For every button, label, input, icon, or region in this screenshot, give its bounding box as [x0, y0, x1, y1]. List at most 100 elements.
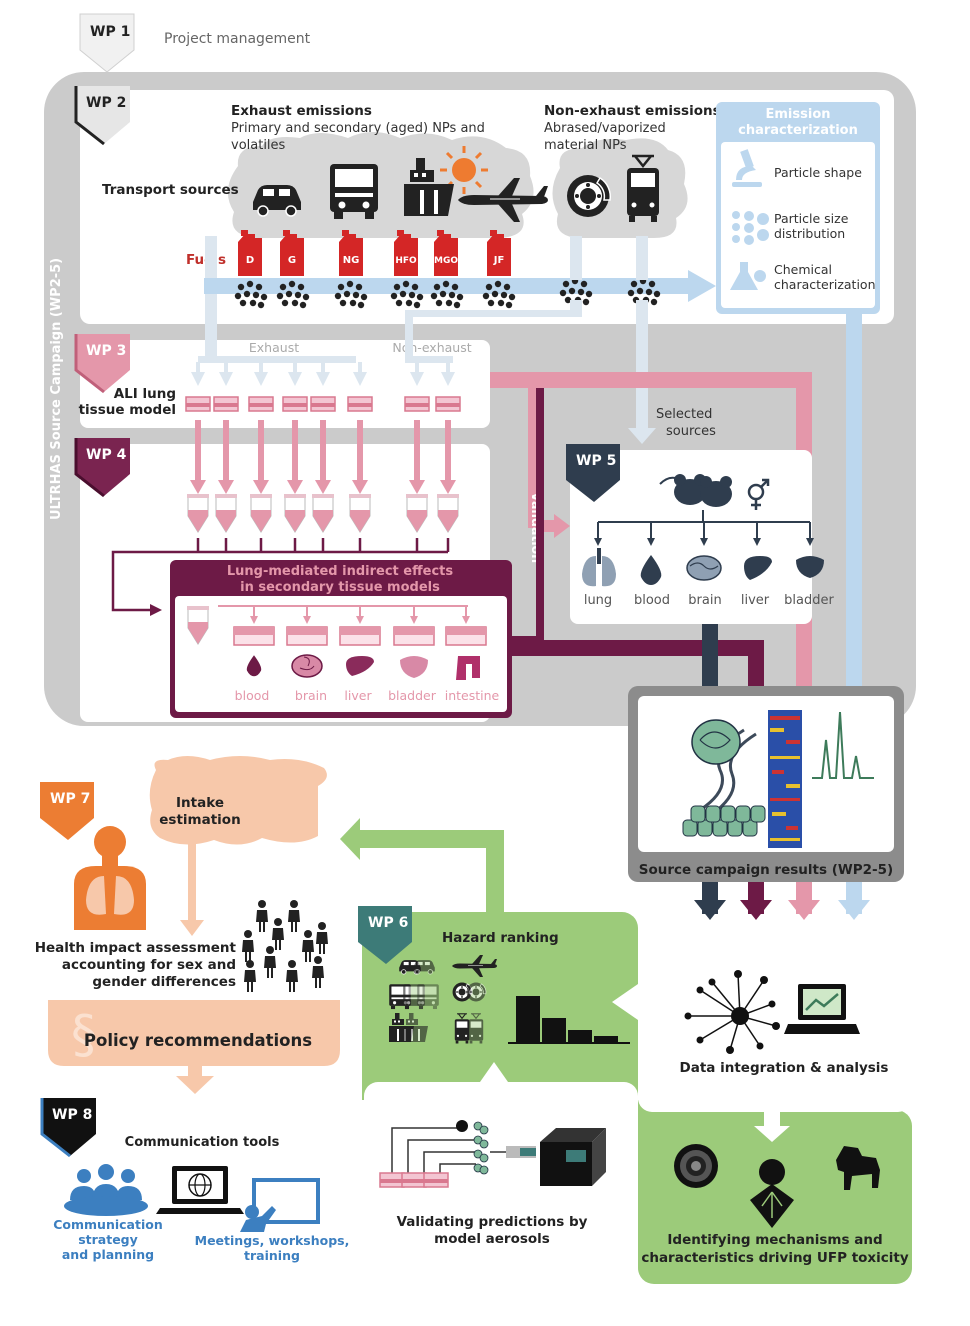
svg-text:MGO: MGO — [434, 256, 458, 266]
heatmap-icon — [768, 710, 802, 848]
particle-size-label2: distribution — [774, 226, 845, 241]
laptop-globe-icon — [156, 1166, 244, 1214]
emission-char-title2: characterization — [738, 123, 858, 138]
fuel-can-hfo: HFO — [394, 230, 418, 276]
meet-label2: training — [244, 1248, 300, 1263]
nonexhaust-sub2: material NPs — [544, 138, 627, 153]
transport-sources-label: Transport sources — [102, 182, 239, 198]
ali-label1: ALI lung — [114, 386, 176, 402]
svg-text:JF: JF — [493, 255, 505, 266]
comm-label1: Communication — [53, 1217, 163, 1232]
meet-label1: Meetings, workshops, — [195, 1233, 350, 1248]
ali-inserts — [185, 396, 461, 412]
wp1-title: Project management — [164, 31, 311, 47]
fuel-can-natural-gas: NG — [339, 230, 363, 276]
particle-size-label1: Particle size — [774, 211, 849, 226]
intestine-icon-small — [456, 656, 480, 680]
spectrum-icon — [812, 711, 874, 779]
fuel-can-mgo: MGO — [434, 230, 458, 276]
wp5-organ-lung: lung — [584, 593, 612, 608]
hazard-ranking-label: Hazard ranking — [442, 930, 559, 946]
horse-icon — [836, 1146, 880, 1190]
wp8-label: WP 8 — [52, 1107, 92, 1123]
head-network-icon — [750, 1159, 794, 1228]
svg-text:HFO: HFO — [395, 256, 417, 266]
data-integration-label: Data integration & analysis — [680, 1060, 889, 1076]
data-integration-panel — [638, 928, 912, 1112]
organ-label-liver: liver — [344, 688, 372, 703]
secondary-tissue-wells — [233, 626, 487, 646]
exhaust-cloud — [227, 132, 534, 238]
exhaust-sub2: volatiles — [231, 138, 286, 153]
intake-cloud — [149, 756, 327, 845]
wp5-panel — [570, 450, 812, 624]
selected-label2: sources — [666, 424, 716, 439]
comm-label3: and planning — [62, 1247, 154, 1262]
wp5-tree — [597, 510, 811, 540]
sun-icon — [440, 146, 488, 194]
exposure-arrows — [190, 420, 456, 494]
particle-shape-label: Particle shape — [774, 165, 862, 180]
target-icon — [674, 1144, 718, 1188]
bus-icon — [330, 164, 378, 219]
policy-band — [48, 1000, 340, 1066]
presentation-icon — [240, 1178, 320, 1232]
wp7-tag — [40, 782, 94, 840]
chemical-label2: characterization — [774, 277, 876, 292]
wp5-organ-bladder: bladder — [784, 593, 834, 608]
wp5-organ-liver: liver — [741, 593, 770, 608]
green-arrow-to-wp7 — [356, 830, 504, 848]
wp7-label: WP 7 — [50, 791, 90, 807]
validating-label2: model aerosols — [434, 1231, 550, 1247]
fuel-can-diesel: D — [238, 230, 262, 276]
basolateral-vials — [186, 493, 460, 533]
validating-label1: Validating predictions by — [397, 1214, 588, 1230]
mechanisms-label1: Identifying mechanisms and — [667, 1232, 882, 1248]
svg-text:D: D — [246, 255, 254, 266]
bladder-icon-small — [400, 656, 428, 678]
wp6-label: WP 6 — [368, 915, 408, 931]
paragraph-icon: § — [71, 1005, 97, 1065]
health-label2: accounting for sex and — [62, 957, 236, 973]
wp5-label: WP 5 — [576, 453, 616, 469]
wp2-label: WP 2 — [86, 95, 126, 111]
policy-label: Policy recommendations — [84, 1031, 312, 1050]
wp1-label: WP 1 — [90, 24, 130, 40]
wp1-tag — [79, 13, 135, 73]
hazard-bar-chart — [508, 996, 630, 1044]
mice-icon — [659, 474, 732, 507]
collector-line — [111, 538, 450, 612]
model-aerosol-setup — [379, 1120, 606, 1188]
wp8-tag — [42, 1098, 96, 1156]
exhaust-sub1: Primary and secondary (aged) NPs and — [231, 121, 485, 136]
sex-symbol-icon — [747, 478, 770, 510]
flask-icon — [730, 262, 766, 290]
liver-icon-wp5 — [744, 556, 772, 580]
emission-char-title1: Emission — [766, 107, 831, 122]
svg-text:NG: NG — [343, 255, 360, 266]
liver-icon-small — [346, 656, 374, 676]
wp3-label: WP 3 — [86, 343, 126, 359]
intake-label2: estimation — [159, 812, 240, 828]
wp3-panel — [80, 340, 490, 428]
dna-icon — [691, 719, 757, 816]
selected-label1: Selected — [656, 407, 712, 422]
exhaust-title: Exhaust emissions — [231, 103, 372, 119]
nonexhaust-title: Non-exhaust emissions — [544, 103, 721, 119]
secondary-title2: in secondary tissue models — [240, 580, 440, 595]
nonexhaust-branch-label: Non-exhaust — [392, 340, 471, 355]
wp4-label: WP 4 — [86, 447, 127, 463]
ali-label2: tissue model — [79, 402, 176, 418]
chemical-label1: Chemical — [774, 262, 832, 277]
nonexhaust-sub1: Abrased/vaporized — [544, 121, 666, 136]
health-label3: gender differences — [92, 974, 236, 990]
health-label1: Health impact assessment — [35, 940, 237, 956]
intake-label1: Intake — [176, 795, 224, 811]
human-lungs-icon — [74, 826, 146, 930]
wp5-organ-brain: brain — [688, 593, 721, 608]
wp3-tag — [76, 334, 130, 392]
organ-label-brain: brain — [295, 688, 327, 703]
fuel-can-jet-fuel: JF — [487, 230, 511, 276]
organ-label-blood: blood — [235, 688, 270, 703]
exposure-distribution-lines — [198, 294, 648, 430]
